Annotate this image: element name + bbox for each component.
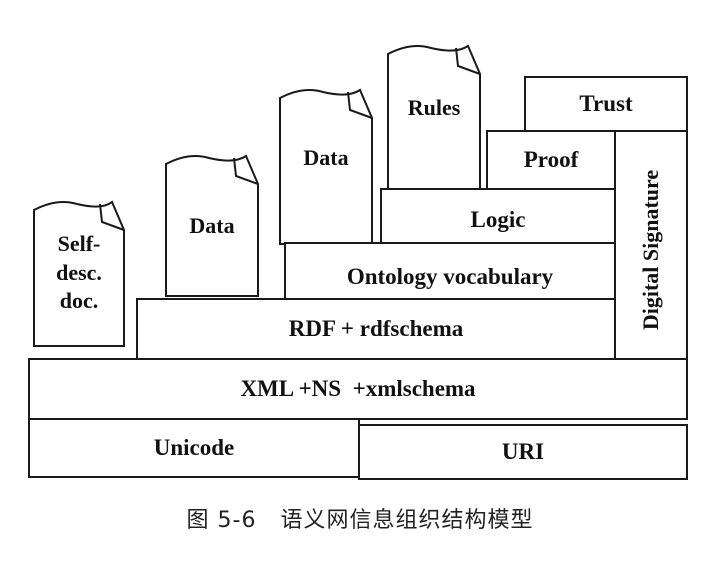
uri-label: URI: [501, 439, 545, 464]
xml-layer: XML +NS +xmlschema: [28, 358, 688, 420]
rules-doc-icon: Rules: [386, 42, 482, 192]
unicode-label: Unicode: [153, 435, 235, 460]
unicode-layer: Unicode: [28, 418, 360, 478]
rdf-label: RDF + rdfschema: [288, 316, 464, 341]
self-desc-line-2: desc.: [56, 259, 102, 285]
self-describing-doc-icon: Self- desc. doc.: [32, 198, 126, 348]
proof-label: Proof: [523, 147, 579, 172]
data-doc-icon-1: Data: [164, 152, 260, 298]
document-shape: [165, 154, 259, 297]
trust-label: Trust: [579, 91, 633, 116]
digital-signature-layer: Digital Signature: [614, 130, 688, 370]
digital-signature-label: Digital Signature: [638, 169, 663, 331]
rules-doc-label: Rules: [407, 95, 461, 120]
document-shape: [279, 88, 373, 245]
ontology-vocabulary-label: Ontology vocabulary: [346, 264, 554, 289]
proof-layer: Proof: [486, 130, 616, 190]
data-doc-label-1: Data: [189, 213, 235, 238]
logic-layer: Logic: [380, 188, 616, 252]
data-doc-label-2: Data: [303, 145, 349, 170]
self-desc-line-1: Self-: [57, 231, 101, 256]
figure-caption: 图 5-6 语义网信息组织结构模型: [186, 508, 534, 533]
xml-label: XML +NS +xmlschema: [240, 376, 476, 401]
self-desc-line-3: doc.: [59, 288, 99, 314]
data-doc-icon-2: Data: [278, 86, 374, 246]
logic-label: Logic: [470, 207, 526, 232]
rdf-layer: RDF + rdfschema: [136, 298, 616, 360]
document-shape: [387, 44, 481, 191]
uri-layer: URI: [358, 424, 688, 480]
document-shape: [33, 200, 125, 347]
trust-layer: Trust: [524, 76, 688, 132]
